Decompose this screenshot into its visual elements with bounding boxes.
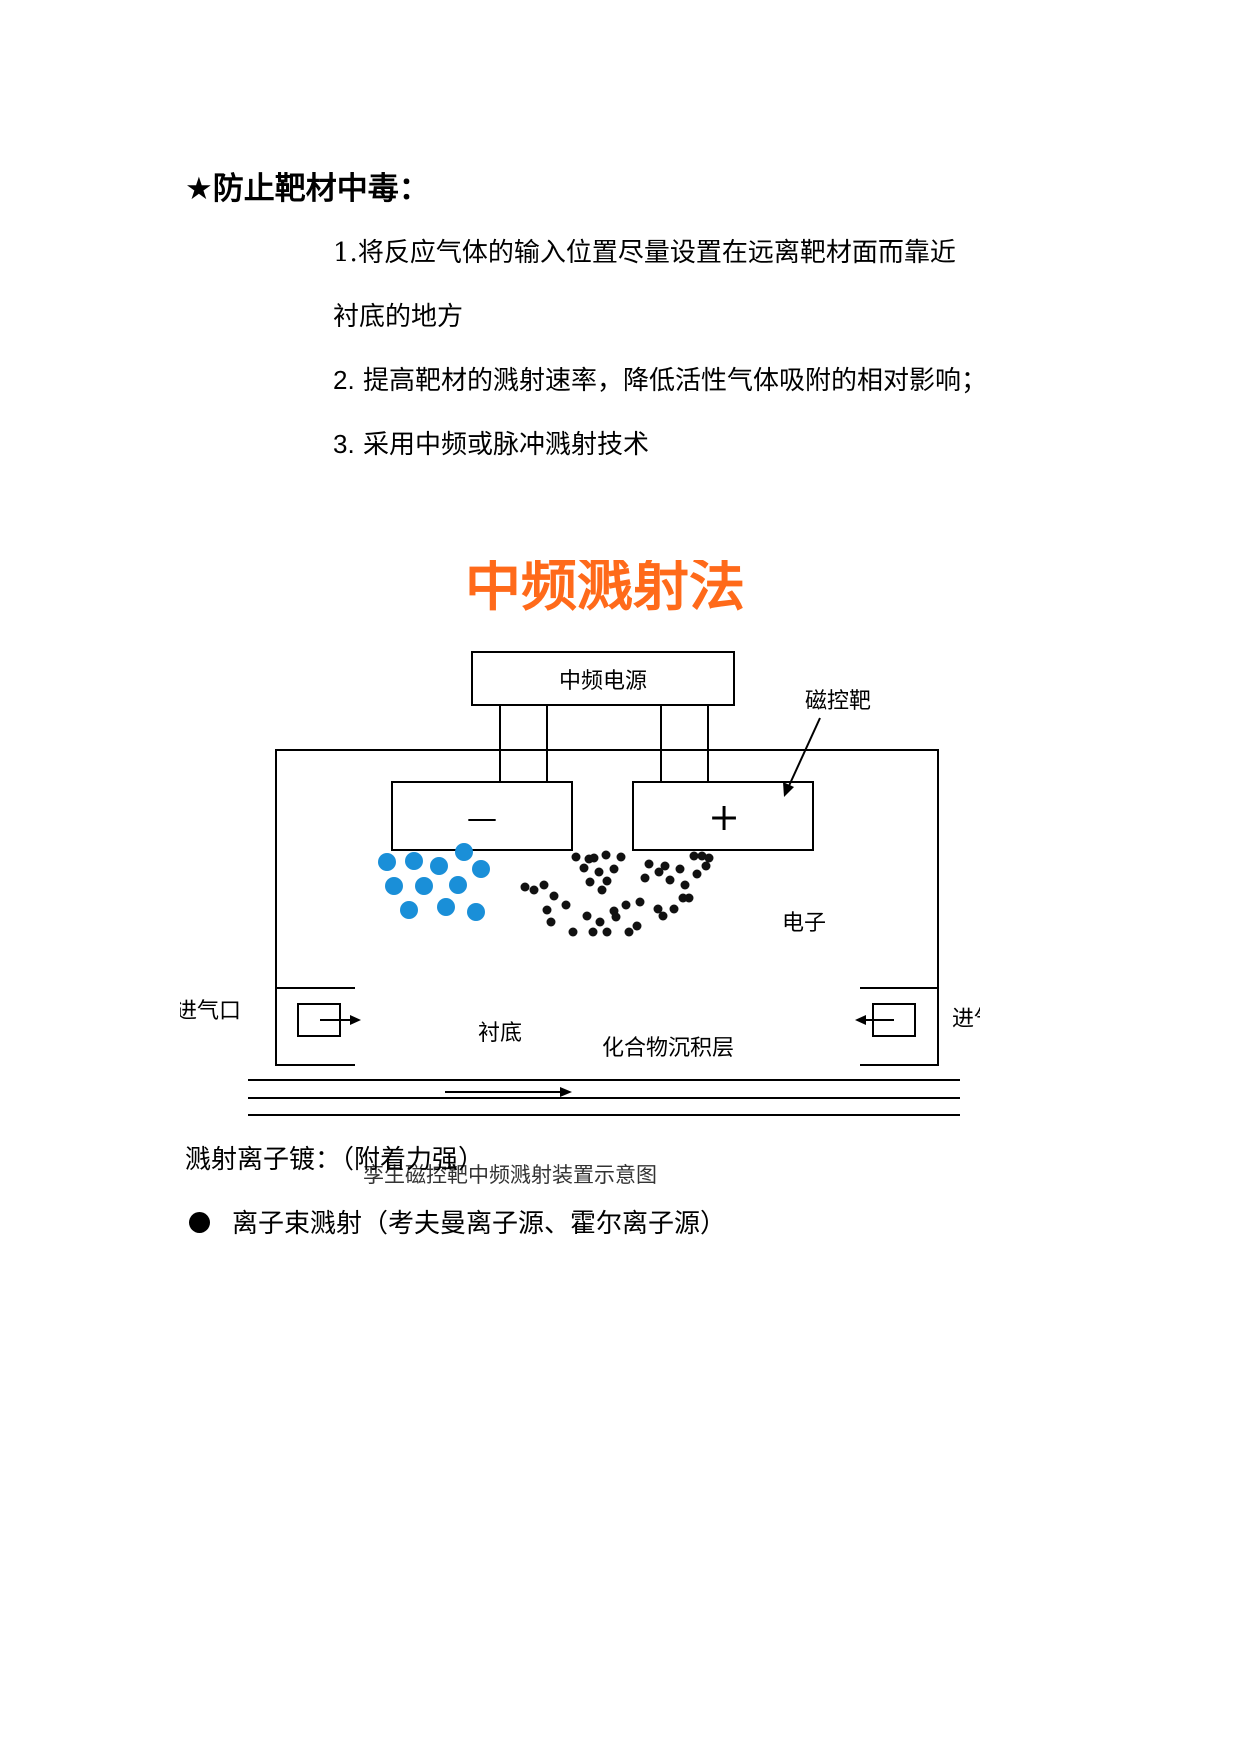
list-item-1-cont: 衬底的地方 [333, 296, 463, 333]
electron-particle [654, 867, 664, 877]
electron-particle [658, 911, 668, 921]
chamber-wall [860, 988, 939, 1066]
item-text: 提高靶材的溅射速率，降低活性气体吸附的相对影响； [362, 366, 987, 396]
electron-label: 电子 [782, 911, 826, 936]
electron-particle [692, 869, 702, 879]
electron-particle [520, 882, 530, 892]
figure-caption: 孪生磁控靶中频溅射装置示意图 [363, 1163, 657, 1187]
chamber-wall [275, 749, 939, 988]
ion-particle [455, 843, 473, 861]
bullet-item: 离子束溅射（考夫曼离子源、霍尔离子源） [189, 1203, 726, 1240]
item-number: 3. [333, 429, 355, 459]
ion-particle [430, 857, 448, 875]
item-text: 将反应气体的输入位置尽量设置在远离靶材面而靠近 [357, 238, 956, 268]
electron-particle [529, 885, 539, 895]
electron-particle [640, 873, 650, 883]
item-text: 采用中频或脉冲溅射技术 [362, 430, 649, 460]
electron-particle [602, 927, 612, 937]
figure-title: 中频溅射法 [465, 560, 745, 619]
electron-particle [549, 891, 559, 901]
inlet-label-left: 进气口 [180, 999, 241, 1024]
list-item-2: 2. 提高靶材的溅射速率，降低活性气体吸附的相对影响； [333, 360, 987, 397]
power-supply-box [471, 651, 735, 706]
electron-particle [621, 900, 631, 910]
electron-particle [675, 864, 685, 874]
target-arrow [787, 717, 821, 789]
ion-cluster [378, 843, 490, 921]
substrate-label: 衬底 [478, 1021, 522, 1046]
electron-particle [561, 900, 571, 910]
arrowhead [855, 1015, 866, 1025]
arrowhead [350, 1015, 361, 1025]
target-label: 磁控靶 [805, 689, 871, 714]
ion-particle [472, 860, 490, 878]
list-item-1: 1.将反应气体的输入位置尽量设置在远离靶材面而靠近 [333, 232, 956, 269]
ion-particle [415, 877, 433, 895]
electron-particle [680, 880, 690, 890]
item-text: 衬底的地方 [333, 302, 464, 332]
section-heading: ★防止靶材中毒： [185, 171, 430, 207]
deposit-label: 化合物沉积层 [602, 1036, 734, 1061]
electron-particle [669, 904, 679, 914]
electron-particle [632, 921, 642, 931]
ion-particle [400, 901, 418, 919]
electron-particle [611, 912, 621, 922]
list-item-3: 3. 采用中频或脉冲溅射技术 [333, 424, 649, 461]
electron-particle [697, 851, 707, 861]
electron-particle [588, 927, 598, 937]
electron-cluster [520, 850, 714, 937]
ion-particle [385, 877, 403, 895]
electron-particle [701, 861, 711, 871]
electron-particle [653, 904, 663, 914]
sputter-ion-plating-line: 溅射离子镀：（附着力强） [185, 1145, 485, 1175]
electron-particle [594, 867, 604, 877]
electron-particle [616, 852, 626, 862]
ion-particle [467, 903, 485, 921]
ion-particle [449, 876, 467, 894]
electron-particle [635, 897, 645, 907]
chamber-wall [275, 988, 355, 1066]
arrowhead [783, 782, 794, 797]
electron-particle [624, 927, 634, 937]
electron-particle [684, 893, 694, 903]
electron-particle [595, 917, 605, 927]
electron-particle [582, 911, 592, 921]
power-supply-label: 中频电源 [559, 669, 647, 694]
ion-particle [405, 852, 423, 870]
plus-sign: + [708, 795, 740, 839]
electron-particle [601, 850, 611, 860]
electron-particle [589, 853, 599, 863]
item-number: 1. [333, 238, 358, 268]
sputtering-diagram: 中频溅射法 中频电源 — + 磁控靶 电子 进气口 进气口 衬底 化合物沉积层 … [180, 560, 980, 1187]
electron-particle [689, 851, 699, 861]
target-positive [632, 781, 814, 851]
electron-particle [571, 852, 581, 862]
electron-particle [602, 876, 612, 886]
electron-particle [568, 927, 578, 937]
electron-particle [665, 875, 675, 885]
electron-particle [704, 853, 714, 863]
target-negative [391, 781, 573, 851]
minus-sign: — [467, 801, 497, 836]
electron-particle [542, 905, 552, 915]
electron-particle [585, 877, 595, 887]
electron-particle [546, 917, 556, 927]
bullet-text: 离子束溅射（考夫曼离子源、霍尔离子源） [232, 1209, 727, 1239]
electron-particle [660, 861, 670, 871]
ion-particle [437, 898, 455, 916]
electron-particle [597, 885, 607, 895]
electron-particle [609, 864, 619, 874]
arrowhead [560, 1087, 572, 1097]
ion-particle [378, 853, 396, 871]
bullet-dot-icon [189, 1211, 210, 1233]
electron-particle [579, 863, 589, 873]
inlet-label-right: 进气口 [952, 1007, 980, 1032]
electron-particle [539, 880, 549, 890]
electron-particle [644, 859, 654, 869]
item-number: 2. [333, 365, 355, 395]
